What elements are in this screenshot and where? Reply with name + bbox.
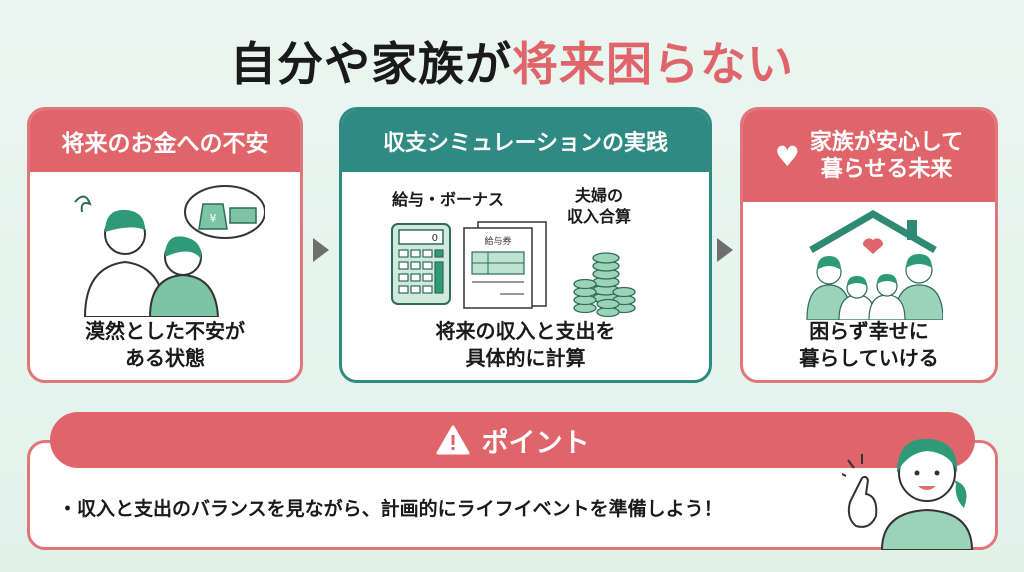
caption-line: ある状態 bbox=[125, 346, 205, 370]
card-money-anxiety: 将来のお金への不安 ¥ 漠然とした不安がある状態 bbox=[27, 107, 303, 383]
label-line: 収入合算 bbox=[567, 206, 632, 226]
card-caption: 困らず幸せに暮らしていける bbox=[743, 318, 995, 372]
card-simulation: 収支シミュレーションの実践 給与・ボーナス 夫婦の収入合算 0 給与券 将来の収… bbox=[339, 107, 712, 383]
calculator-display: 0 bbox=[432, 233, 438, 244]
header-line: 家族が安心して bbox=[809, 129, 964, 155]
caption-line: 暮らしていける bbox=[799, 346, 939, 370]
header-line: 暮らせる未来 bbox=[820, 157, 953, 182]
point-header: ポイント bbox=[50, 412, 975, 468]
worried-couple-illustration: ¥ bbox=[74, 185, 265, 317]
point-text: ・収入と支出のバランスを見ながら、計画的にライフイベントを準備しよう！ bbox=[58, 498, 723, 520]
arrow-right-icon bbox=[313, 238, 329, 262]
card-header: ♥ 家族が安心して暮らせる未来 bbox=[743, 110, 995, 202]
label-line: 夫婦の bbox=[575, 186, 624, 205]
payslip-label: 給与券 bbox=[484, 235, 511, 247]
point-title: ポイント bbox=[481, 427, 590, 459]
label-salary-bonus: 給与・ボーナス bbox=[392, 190, 505, 209]
caption-line: 将来の収入と支出を bbox=[435, 319, 616, 343]
family-house-illustration bbox=[806, 210, 943, 320]
label-combined-income: 夫婦の収入合算 bbox=[567, 186, 631, 228]
warning-icon bbox=[436, 425, 469, 455]
card-caption: 将来の収入と支出を具体的に計算 bbox=[342, 318, 709, 372]
caption-line: 具体的に計算 bbox=[465, 346, 586, 370]
payslip-icon: 給与券 bbox=[463, 221, 547, 309]
caption-line: 困らず幸せに bbox=[809, 319, 929, 343]
card-caption: 漠然とした不安がある状態 bbox=[30, 318, 300, 372]
pointing-woman-illustration bbox=[842, 438, 974, 550]
coin-stacks-icon bbox=[573, 252, 636, 318]
card-header: 将来のお金への不安 bbox=[30, 110, 300, 172]
card-header: 収支シミュレーションの実践 bbox=[342, 110, 709, 172]
card-secure-future: ♥ 家族が安心して暮らせる未来 困らず幸せに暮らしていける bbox=[740, 107, 998, 383]
title-part2: 将来困らない bbox=[512, 37, 794, 91]
calculator-icon: 0 bbox=[391, 223, 451, 305]
yen-icon: ¥ bbox=[210, 212, 217, 225]
caption-line: 漠然とした不安が bbox=[85, 319, 245, 343]
arrow-right-icon bbox=[717, 238, 733, 262]
heart-icon: ♥ bbox=[774, 139, 800, 173]
title-part1: 自分や家族が bbox=[230, 37, 512, 91]
page-title: 自分や家族が将来困らない bbox=[0, 28, 1024, 94]
